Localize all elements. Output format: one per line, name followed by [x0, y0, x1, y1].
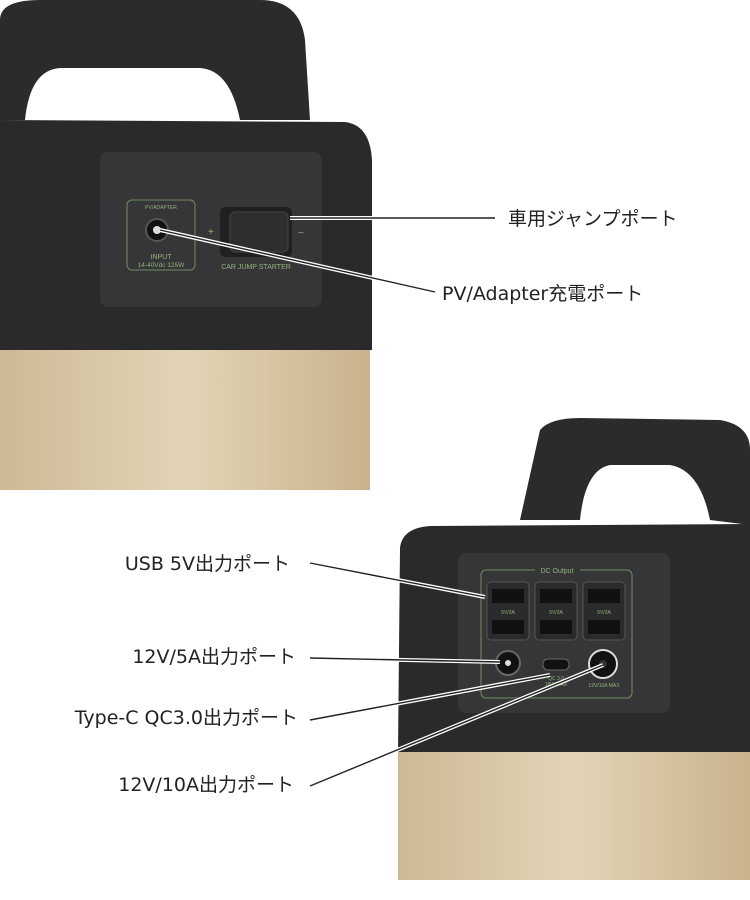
usb-port: [588, 589, 620, 603]
usb-port: [588, 620, 620, 634]
dc-output-text: DC Output: [540, 568, 573, 575]
bottom-device-photo: DC Output 5V/3A 5V/3A 5V/3A QC 3.0 18W M…: [398, 418, 750, 880]
gold-body: [0, 340, 370, 490]
input-text: INPUT: [151, 254, 173, 261]
usb-rating-text: 5V/3A: [501, 610, 515, 616]
type-c-port: [542, 658, 570, 671]
minus-sign: −: [298, 228, 304, 239]
callout-pv-port: PV/Adapter充電ポート: [442, 283, 643, 305]
gold-body: [398, 745, 750, 880]
input-spec-text: 14-40Vdc 125W: [138, 262, 185, 269]
qc-label: QC 3.0: [548, 676, 564, 682]
usb-rating-text: 5V/3A: [597, 610, 611, 616]
callout-typec-port: Type-C QC3.0出力ポート: [74, 707, 298, 729]
callout-12v10a-port: 12V/10A出力ポート: [118, 774, 294, 796]
usb-port: [540, 620, 572, 634]
usb-port: [492, 589, 524, 603]
callout-usb-port: USB 5V出力ポート: [125, 553, 290, 575]
handle: [0, 0, 310, 120]
handle: [520, 418, 750, 525]
callout-12v5a-port: 12V/5A出力ポート: [132, 646, 296, 668]
top-device-photo: PV/ADAPTER INPUT 14-40Vdc 125W + − CAR J…: [0, 0, 372, 490]
callout-lines: [159, 216, 604, 788]
jump-starter-text: CAR JUMP STARTER: [221, 264, 291, 271]
usb-ports: 5V/3A 5V/3A 5V/3A: [486, 581, 626, 641]
dc-max-label: 12V/10A MAX: [588, 683, 620, 689]
pv-adapter-text: PV/ADAPTER: [145, 205, 177, 211]
usb-rating-text: 5V/3A: [549, 610, 563, 616]
plus-sign: +: [208, 227, 214, 238]
usb-port: [540, 589, 572, 603]
usb-port: [492, 620, 524, 634]
callout-jump-port: 車用ジャンプポート: [508, 208, 677, 230]
top-port-panel: [100, 152, 322, 307]
